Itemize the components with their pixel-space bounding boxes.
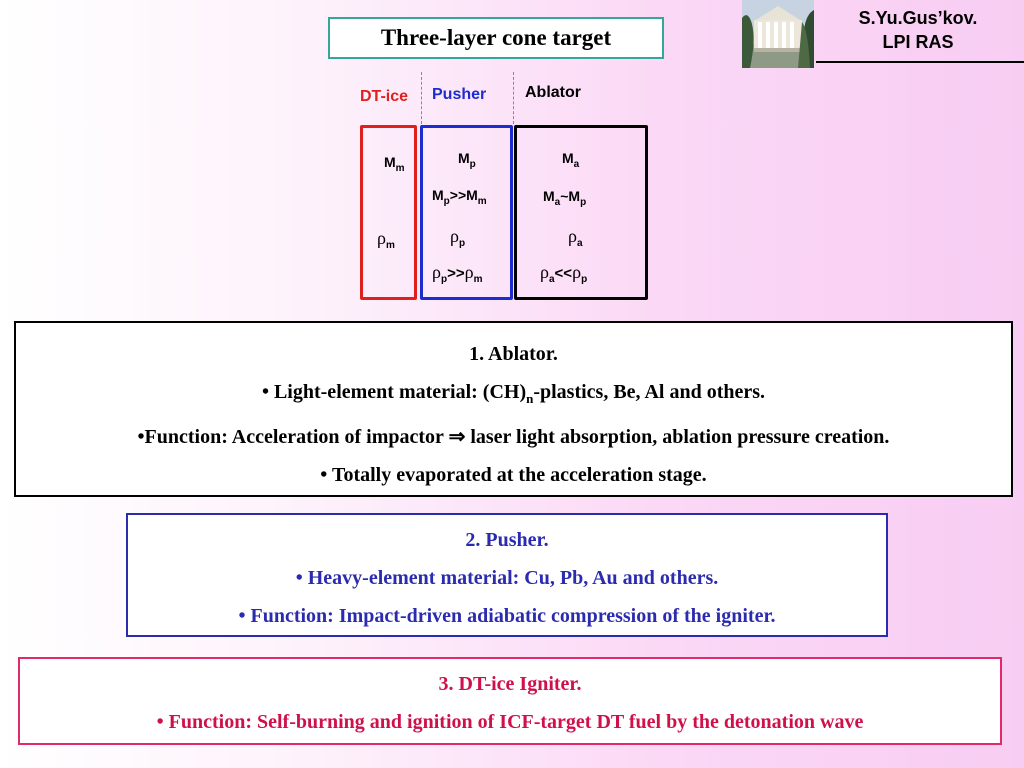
dt-ice-mass: Mm	[384, 154, 405, 174]
layer-separator-right	[513, 72, 514, 124]
dt-ice-density: ρm	[377, 228, 395, 251]
dt-ice-label: DT-ice	[360, 88, 409, 105]
ablator-function: •Function: Acceleration of impactor ⇒ la…	[137, 426, 890, 448]
pusher-mass: Mp	[458, 150, 476, 170]
pusher-layer	[420, 125, 513, 300]
pusher-material: • Heavy-element material: Cu, Pb, Au and…	[295, 567, 719, 589]
ablator-material: • Light-element material: (CH)n-plastics…	[261, 381, 766, 406]
ablator-info-box: 1. Ablator. • Light-element material: (C…	[14, 321, 1013, 497]
ablator-note: • Totally evaporated at the acceleration…	[320, 464, 707, 486]
igniter-function: • Function: Self-burning and ignition of…	[156, 711, 864, 733]
slide-title-text: Three-layer cone target	[380, 25, 612, 50]
ablator-label: Ablator	[525, 84, 581, 101]
pusher-heading: 2. Pusher.	[465, 529, 549, 551]
layer-separator-left	[421, 72, 422, 124]
ablator-mass: Ma	[562, 150, 580, 170]
ablator-density: ρa	[568, 226, 583, 249]
pusher-density: ρp	[450, 226, 466, 249]
institute-building-photo	[742, 0, 814, 68]
author-name: S.Yu.Gus’kov.	[858, 8, 978, 28]
ablator-density-relation: ρa<<ρp	[540, 262, 588, 285]
ablator-heading: 1. Ablator.	[469, 343, 558, 365]
author-underline	[816, 61, 1024, 63]
pusher-mass-relation: Mp>>Mm	[432, 187, 487, 207]
ablator-layer	[514, 125, 648, 300]
slide-title: Three-layer cone target	[328, 17, 664, 59]
dt-ice-layer	[360, 125, 417, 300]
ablator-mass-relation: Ma~Mp	[543, 188, 587, 208]
pusher-function: • Function: Impact-driven adiabatic comp…	[238, 605, 776, 627]
pusher-info-box: 2. Pusher. • Heavy-element material: Cu,…	[126, 513, 888, 637]
implies-arrow-icon: ⇒	[448, 426, 466, 448]
igniter-info-box: 3. DT-ice Igniter. • Function: Self-burn…	[18, 657, 1002, 745]
pusher-density-relation: ρp>>ρm	[432, 262, 483, 285]
pusher-label: Pusher	[432, 86, 487, 103]
igniter-heading: 3. DT-ice Igniter.	[438, 673, 582, 695]
author-affiliation: LPI RAS	[882, 32, 954, 52]
author-block: S.Yu.Gus’kov. LPI RAS	[818, 6, 1018, 54]
building-image-icon	[742, 0, 814, 68]
